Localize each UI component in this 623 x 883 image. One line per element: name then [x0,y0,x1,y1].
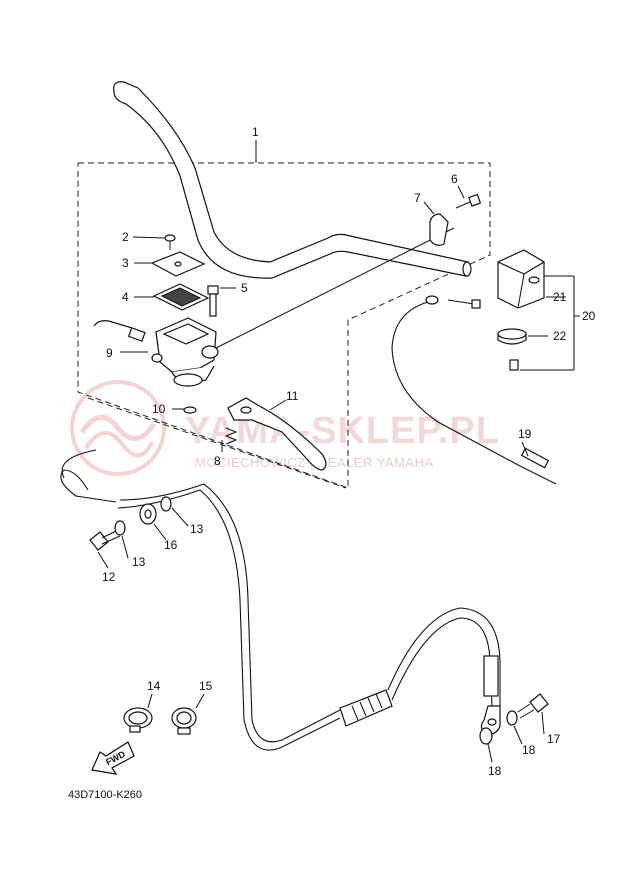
handlebar-switch-assembly: 21 22 20 [497,249,596,371]
callout-13b: 13 [190,522,204,536]
callout-21: 21 [553,290,567,304]
callout-3: 3 [122,256,129,270]
callout-22: 22 [553,329,567,343]
union-bolt-12: 12 [89,529,121,584]
callout-13a: 13 [132,555,146,569]
callout-8: 8 [214,454,221,468]
holder-7: 7 [414,191,449,246]
bolt-6: 6 [451,172,482,209]
callout-9: 9 [106,346,113,360]
callout-6: 6 [451,172,458,186]
hose-clamp-14: 14 [123,679,161,733]
diagram-code: 43D7100-K260 [68,789,142,801]
callout-7: 7 [414,191,421,205]
brake-lever-11: 11 [227,389,327,471]
washer-18b [506,710,518,726]
callout-10: 10 [152,402,166,416]
callout-19: 19 [518,427,532,441]
brake-hose [60,449,501,751]
washer-18a [479,727,493,745]
callout-2: 2 [122,230,129,244]
callout-17: 17 [547,732,561,746]
brake-switch-9: 9 [93,320,163,363]
callout-12: 12 [102,570,116,584]
screw-2 [164,234,176,250]
callout-11: 11 [286,389,299,403]
handlebar [113,81,472,279]
washer-10 [183,406,197,414]
callout-1: 1 [252,125,259,139]
union-bolt-17: 17 [517,693,561,746]
spring-8: 8 [214,427,238,468]
callout-18a: 18 [488,764,502,778]
washer-13a [114,520,126,536]
callout-16: 16 [164,538,178,552]
master-cylinder [155,227,455,387]
callout-20: 20 [582,309,596,323]
callout-4: 4 [122,290,129,304]
hose-clamp-15: 15 [171,679,213,735]
watermark-logo-icon [70,380,166,476]
reservoir-cap-parts: 2 3 4 [122,230,210,311]
washer-13b [160,496,172,512]
callout-14: 14 [147,679,161,693]
callout-18b: 18 [522,743,536,757]
callout-15: 15 [199,679,213,693]
bolt-5: 5 [207,281,248,317]
throttle-cable-19: 19 [391,295,557,485]
assembly-boundary [77,162,491,489]
assembly-boundary-lower [87,397,347,489]
callout-5: 5 [241,281,248,295]
fwd-arrow-icon: FWD [91,741,135,775]
